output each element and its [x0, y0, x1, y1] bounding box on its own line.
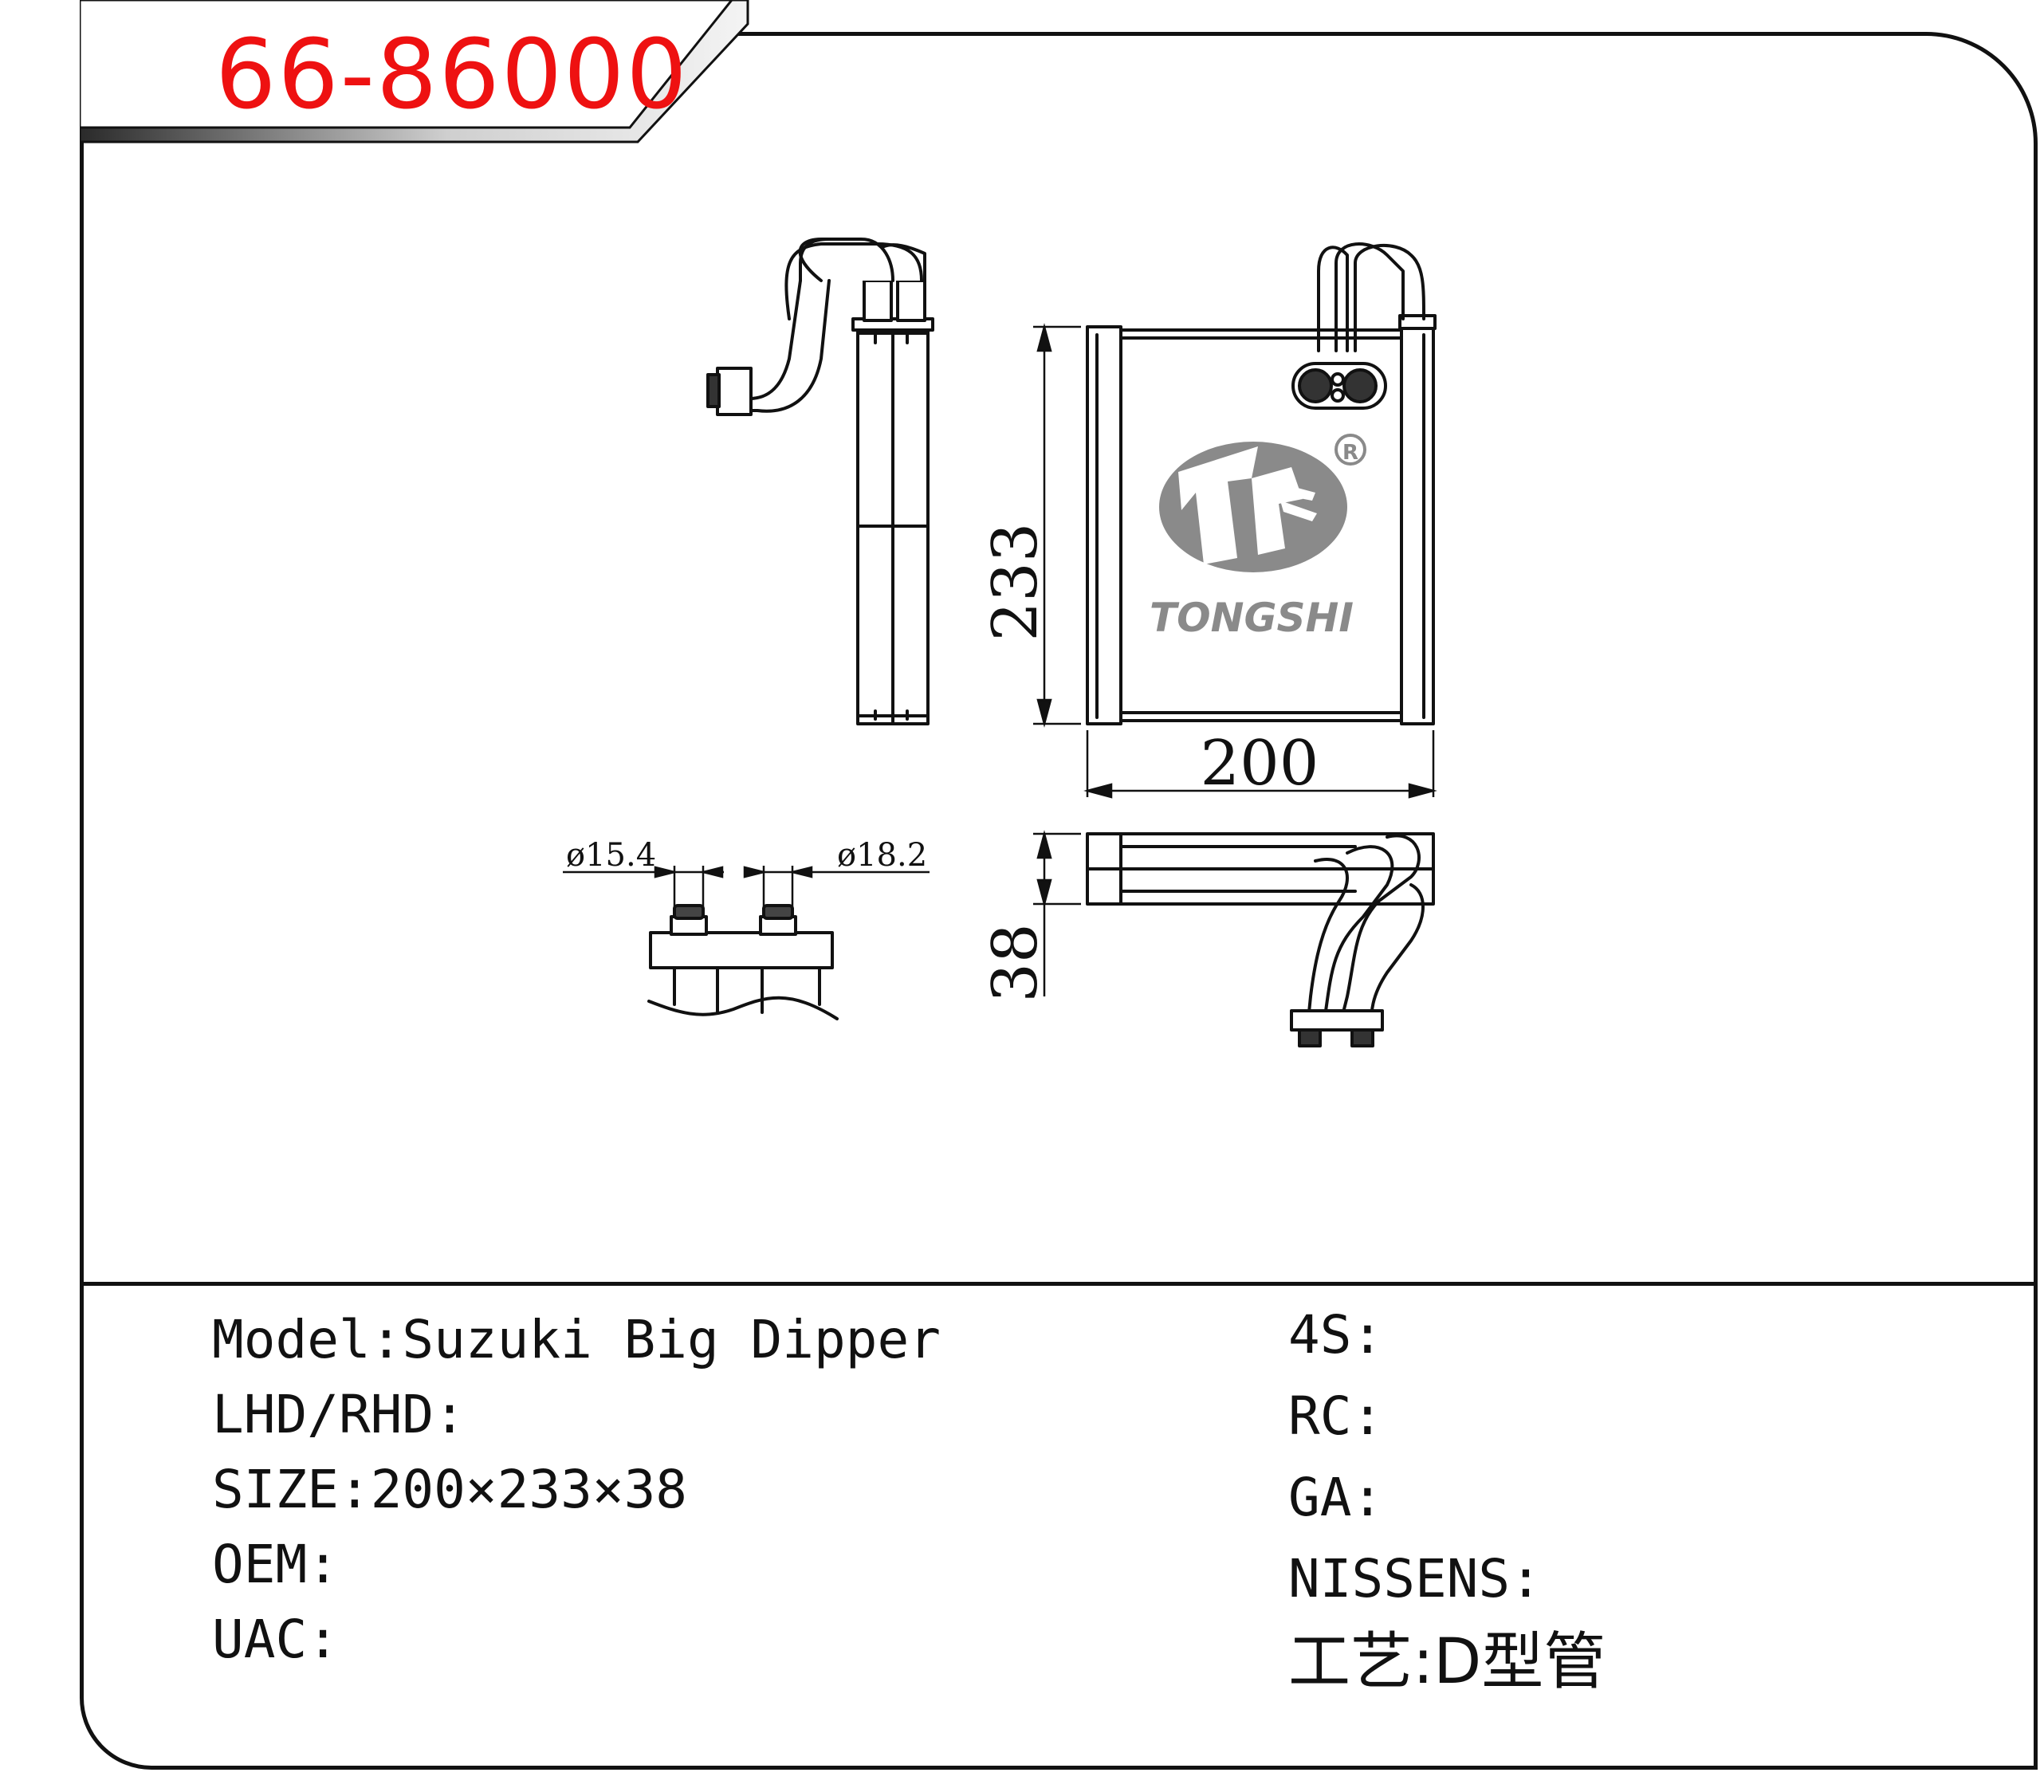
- row-label: OEM:: [212, 1534, 339, 1595]
- fitting-detail: [647, 904, 839, 1020]
- row-value: D型管: [1433, 1626, 1606, 1698]
- oem-row: OEM:: [212, 1529, 339, 1601]
- row-label: 4S:: [1288, 1304, 1384, 1366]
- row-label: RC:: [1288, 1385, 1384, 1447]
- registered-mark-letter: R: [1342, 441, 1358, 465]
- height-dimension: 233: [980, 523, 1051, 642]
- 4s-row: 4S:: [1288, 1299, 1383, 1371]
- row-label: SIZE:: [212, 1459, 371, 1520]
- depth-dimension: 38: [980, 923, 1051, 1002]
- row-label: NISSENS:: [1288, 1548, 1542, 1609]
- part-code: 66-86000: [215, 20, 689, 131]
- banner-background: [78, 0, 749, 143]
- inlet-diameter: ø15.4: [566, 837, 656, 874]
- bottom-view: [1086, 832, 1435, 1047]
- row-label: GA:: [1288, 1467, 1384, 1528]
- spec-list-right: 4S: RC: GA: NISSENS: 工艺:D型管: [1288, 1299, 2006, 1714]
- nissens-row: NISSENS:: [1288, 1543, 1542, 1615]
- registered-mark: [1334, 434, 1366, 466]
- front-view: [1086, 242, 1437, 725]
- process-row: 工艺:D型管: [1288, 1626, 1606, 1698]
- rc-row: RC:: [1288, 1381, 1383, 1452]
- brand-logo: R TONGSHI: [1150, 434, 1366, 641]
- row-label: 工艺:: [1288, 1626, 1434, 1698]
- spec-list-left: Model:Suzuki Big Dipper LHD/RHD: SIZE:20…: [212, 1304, 1248, 1687]
- technical-drawing: 233 200 38 ø15.4 ø18.2 R TONGSHI: [563, 238, 1437, 1047]
- section-divider: [80, 1282, 2038, 1286]
- row-value: Suzuki Big Dipper: [402, 1309, 941, 1370]
- drive-side-row: LHD/RHD:: [212, 1379, 466, 1451]
- row-value: 200×233×38: [370, 1459, 688, 1520]
- part-code-banner: 66-86000: [78, 0, 749, 143]
- model-row: Model:Suzuki Big Dipper: [212, 1304, 941, 1376]
- row-label: UAC:: [212, 1609, 339, 1670]
- row-label: Model:: [212, 1309, 403, 1370]
- width-dimension: 200: [1201, 728, 1319, 800]
- size-row: SIZE:200×233×38: [212, 1454, 687, 1526]
- sheet-frame: [80, 32, 2038, 1770]
- ga-row: GA:: [1288, 1462, 1383, 1534]
- uac-row: UAC:: [212, 1604, 339, 1676]
- outlet-diameter: ø18.2: [837, 837, 927, 874]
- row-label: LHD/RHD:: [212, 1384, 466, 1445]
- side-view: [706, 238, 934, 725]
- brand-name: TONGSHI: [1150, 595, 1354, 641]
